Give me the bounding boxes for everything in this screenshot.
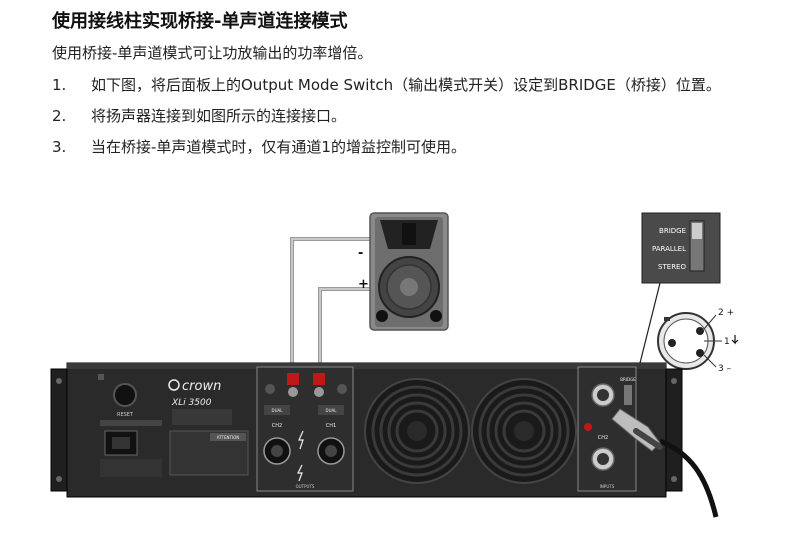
- step-text: 当在桥接-单声道模式时，仅有通道1的增益控制可使用。: [91, 138, 466, 156]
- attention-label: ATTENTION: [217, 435, 240, 440]
- outputs-label: OUTPUTS: [296, 484, 315, 489]
- output-dual-label-2: DUAL: [326, 408, 338, 413]
- speaker-minus-label: -: [358, 246, 363, 261]
- output-dual-label-1: DUAL: [272, 408, 284, 413]
- step-text: 如下图，将后面板上的Output Mode Switch（输出模式开关）设定到B…: [91, 76, 721, 94]
- xlr-pin-1: 1: [724, 337, 730, 347]
- step-number: 3.: [52, 138, 67, 156]
- step-text: 将扬声器连接到如图所示的连接接口。: [91, 107, 347, 125]
- step-number: 2.: [52, 107, 67, 125]
- inputs-label: INPUTS: [600, 484, 615, 489]
- switch-label-stereo: STEREO: [658, 263, 686, 271]
- page-title: 使用接线柱实现桥接-单声道连接模式: [52, 11, 348, 32]
- amplifier-rear-panel: RESET crown XLi 3500 ATTENTION DUAL DUAL…: [50, 362, 683, 498]
- input-bridge-label: BRIDGE: [620, 377, 636, 382]
- intro-text: 使用桥接-单声道模式可让功放输出的功率增倍。: [52, 44, 373, 62]
- amp-model-label: XLi 3500: [171, 398, 212, 408]
- switch-label-bridge: BRIDGE: [659, 227, 686, 235]
- input-ch2-label: CH2: [598, 435, 608, 441]
- step-item: 2. 将扬声器连接到如图所示的连接接口。: [52, 105, 752, 127]
- amp-brand-logo: crown: [182, 379, 221, 394]
- output-mode-switch-inset: BRIDGE PARALLEL STEREO: [641, 212, 721, 284]
- wiring-diagram: - + BRIDGE PARALLEL STEREO 2 + 1 3 –: [50, 212, 739, 518]
- step-item: 1. 如下图，将后面板上的Output Mode Switch（输出模式开关）设…: [52, 74, 752, 96]
- step-item: 3. 当在桥接-单声道模式时，仅有通道1的增益控制可使用。: [52, 136, 752, 158]
- steps-list: 1. 如下图，将后面板上的Output Mode Switch（输出模式开关）设…: [52, 74, 752, 167]
- output-ch1-label: CH1: [326, 423, 336, 429]
- xlr-pin-diagram: 2 + 1 3 –: [657, 308, 739, 374]
- switch-label-parallel: PARALLEL: [652, 245, 686, 253]
- step-number: 1.: [52, 76, 67, 94]
- xlr-pin-3: 3 –: [718, 364, 732, 374]
- cooling-fans: [364, 378, 577, 484]
- reset-label: RESET: [117, 412, 134, 418]
- xlr-pin-2: 2 +: [718, 308, 734, 318]
- speaker-plus-label: +: [358, 277, 369, 292]
- xlr-cable: [611, 408, 719, 518]
- speaker-cabinet: [369, 212, 449, 331]
- output-ch2-label: CH2: [272, 423, 282, 429]
